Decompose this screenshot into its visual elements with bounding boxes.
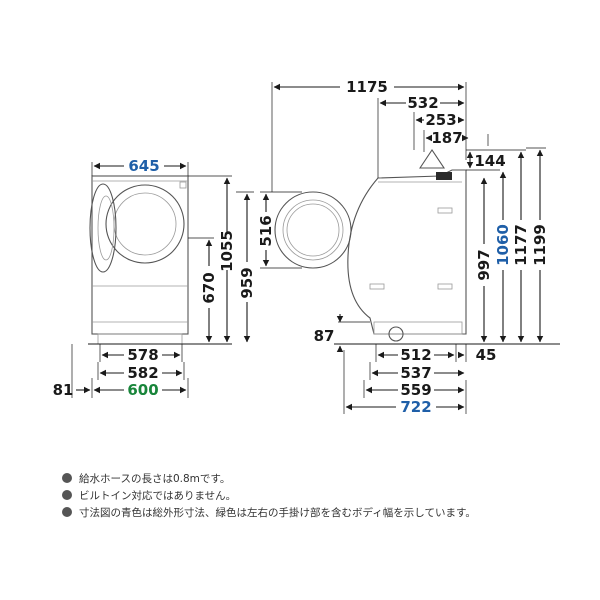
dim-side-87: 87 [314,314,370,353]
note-text: ビルトイン対応ではありません。 [79,490,237,502]
dim-512-label: 512 [400,346,431,364]
dim-front-959: 959 [236,191,256,343]
dim-582-label: 582 [127,364,158,382]
dim-side-1199: 1199 [526,147,549,343]
dim-1060-label: 1060 [494,224,512,266]
dim-144-label: 144 [474,152,505,170]
dim-559-label: 559 [400,381,431,399]
note-item: 寸法図の青色は総外形寸法、緑色は左右の手掛け部を含むボディ幅を示しています。 [62,505,582,522]
bullet-icon [62,473,72,483]
dim-front-600: 600 [91,378,189,399]
side-view: 1175 532 253 187 144 [271,78,560,416]
dim-side-45: 45 [457,344,497,364]
dim-1175-label: 1175 [346,78,388,96]
dim-side-559: 559 [363,380,465,399]
front-washer-body [89,175,189,345]
door-view: 516 [257,191,352,269]
dim-front-645: 645 [91,157,189,176]
bullet-icon [62,507,72,517]
dim-253-label: 253 [425,111,456,129]
dim-door-516: 516 [257,193,275,267]
dim-959-label: 959 [238,267,256,298]
dim-1199-label: 1199 [531,224,549,266]
bullet-icon [62,490,72,500]
dim-1177-label: 1177 [512,224,530,266]
dim-87-label: 87 [314,327,335,345]
side-washer-body [347,169,467,342]
dim-722-label: 722 [400,398,431,416]
dim-side-997: 997 [475,177,493,343]
note-text: 給水ホースの長さは0.8mです。 [79,473,231,485]
dim-front-81: 81 [53,344,91,399]
front-view: 645 1055 670 959 [53,157,256,399]
dim-81-label: 81 [53,381,74,399]
dim-187-label: 187 [431,129,462,147]
dim-578-label: 578 [127,346,158,364]
dim-670-label: 670 [200,272,218,303]
dim-side-512: 512 [375,344,457,364]
dim-1055-label: 1055 [218,230,236,272]
dim-side-1175: 1175 [271,78,467,192]
dim-side-1177: 1177 [512,151,530,343]
dim-front-670: 670 [188,237,218,343]
dim-front-1055: 1055 [188,175,236,343]
dim-side-187: 187 [423,129,489,152]
note-text: 寸法図の青色は総外形寸法、緑色は左右の手掛け部を含むボディ幅を示しています。 [79,507,476,519]
dim-997-label: 997 [475,249,493,280]
dim-516-label: 516 [257,215,275,246]
dim-532-label: 532 [407,94,438,112]
dim-645-label: 645 [128,157,159,175]
dim-side-1060: 1060 [494,171,512,343]
notes-list: 給水ホースの長さは0.8mです。 ビルトイン対応ではありません。 寸法図の青色は… [62,471,582,522]
dim-side-253: 253 [413,111,465,150]
dim-45-label: 45 [476,346,497,364]
dim-front-582: 582 [97,362,185,382]
dim-front-578: 578 [99,344,183,364]
dim-side-537: 537 [369,362,465,382]
dim-side-722: 722 [343,350,467,416]
dim-600-label: 600 [127,381,158,399]
dim-537-label: 537 [400,364,431,382]
dim-side-532: 532 [377,94,465,178]
dim-side-144: 144 [466,149,526,171]
note-item: ビルトイン対応ではありません。 [62,488,582,505]
note-item: 給水ホースの長さは0.8mです。 [62,471,582,488]
